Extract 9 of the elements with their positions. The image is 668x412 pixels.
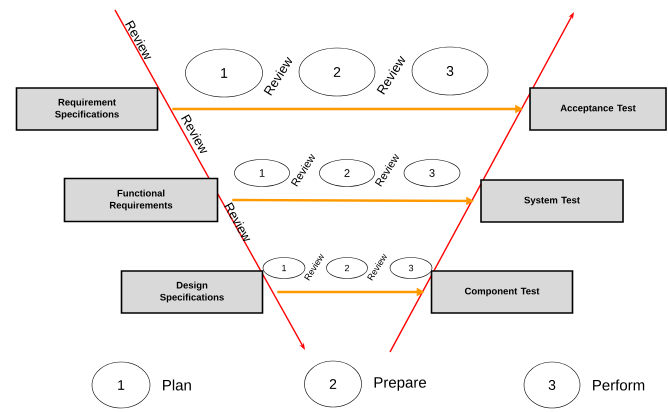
- process-box: System Test: [480, 179, 624, 223]
- process-box: Acceptance Test: [529, 87, 667, 131]
- process-box: Design Specifications: [120, 270, 264, 314]
- step-name: Plan: [163, 380, 191, 390]
- process-box: Component Test: [430, 270, 574, 314]
- step-name: Perform: [593, 380, 644, 390]
- process-box: Requirement Specifications: [16, 87, 158, 131]
- process-box: Functional Requirements: [64, 178, 218, 222]
- step-name: Prepare: [374, 377, 426, 391]
